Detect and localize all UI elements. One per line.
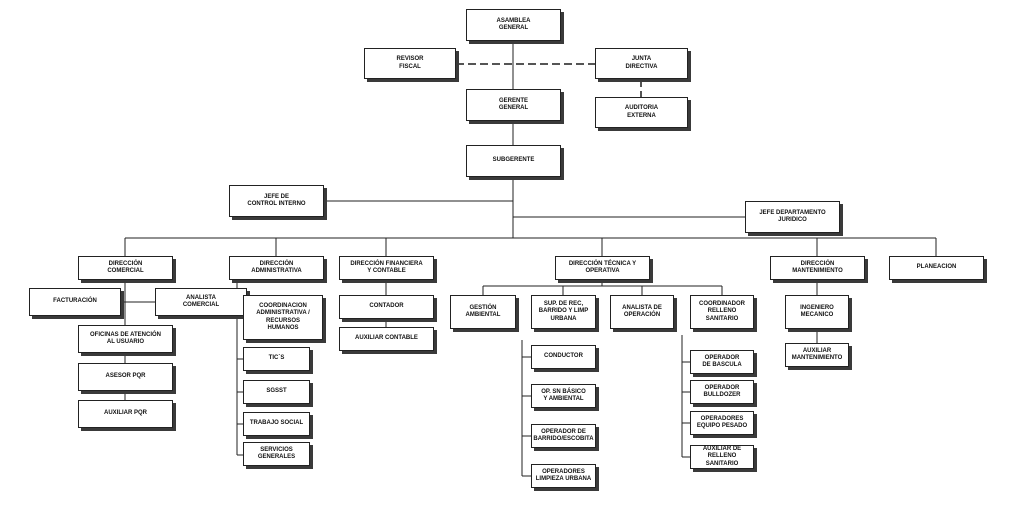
- org-box-contador: CONTADOR: [339, 295, 434, 319]
- org-box-juridico: JEFE DEPARTAMENTO JURIDICO: [745, 201, 840, 233]
- org-box-coord-rell: COORDINADOR RELLENO SANITARIO: [690, 295, 754, 329]
- org-box-auxmant: AUXILIAR MANTENIMIENTO: [785, 343, 849, 367]
- org-box-auxcont: AUXILIAR CONTABLE: [339, 327, 434, 351]
- org-box-dmant: DIRECCIÓN MANTENIMIENTO: [770, 256, 865, 280]
- org-box-gerente: GERENTE GENERAL: [466, 89, 561, 121]
- org-box-analista-com: ANALISTA COMERCIAL: [155, 288, 247, 316]
- org-box-tics: TIC´S: [243, 347, 310, 371]
- org-box-opbascula: OPERADOR DE BASCULA: [690, 350, 754, 374]
- org-box-conductor: CONDUCTOR: [531, 345, 596, 369]
- org-box-revisor: REVISOR FISCAL: [364, 48, 456, 79]
- org-box-dadmin: DIRECCIÓN ADMINISTRATIVA: [229, 256, 324, 280]
- org-box-oplimpieza: OPERADORES LIMPIEZA URBANA: [531, 464, 596, 488]
- org-box-auxpqr: AUXILIAR PQR: [78, 400, 173, 428]
- org-box-opsn: OP. SN BÁSICO Y AMBIENTAL: [531, 384, 596, 408]
- org-box-auditoria: AUDITORIA EXTERNA: [595, 97, 688, 128]
- org-box-junta: JUNTA DIRECTIVA: [595, 48, 688, 79]
- org-box-coord-adm: COORDINACION ADMINISTRATIVA / RECURSOS H…: [243, 295, 323, 340]
- org-box-dfinanciera: DIRECCIÓN FINANCIERA Y CONTABLE: [339, 256, 434, 280]
- org-box-sup: SUP. DE REC, BARRIDO Y LIMP URBANA: [531, 295, 596, 329]
- org-box-planeacion: PLANEACION: [889, 256, 984, 280]
- org-box-opbarrido: OPERADOR DE BARRIDO/ESCOBITA: [531, 424, 596, 448]
- org-box-asesor: ASESOR PQR: [78, 363, 173, 391]
- org-box-auxrelleno: AUXILIAR DE RELLENO SANITARIO: [690, 445, 754, 469]
- org-box-ingeniero: INGENIERO MECANICO: [785, 295, 849, 329]
- org-box-dcomercial: DIRECCIÓN COMERCIAL: [78, 256, 173, 280]
- org-box-dtecnica: DIRECCIÓN TÉCNICA Y OPERATIVA: [555, 256, 650, 280]
- org-box-opbulldozer: OPERADOR BULLDOZER: [690, 380, 754, 404]
- org-box-servicios: SERVICIOS GENERALES: [243, 442, 310, 466]
- org-box-facturacion: FACTURACIÓN: [29, 288, 121, 316]
- org-box-oficinas: OFICINAS DE ATENCIÓN AL USUARIO: [78, 325, 173, 353]
- org-box-sgsst: SGSST: [243, 380, 310, 404]
- org-box-gestion: GESTIÓN AMBIENTAL: [450, 295, 516, 329]
- org-box-trabajo: TRABAJO SOCIAL: [243, 412, 310, 436]
- org-box-asamblea: ASAMBLEA GENERAL: [466, 9, 561, 41]
- org-box-opequipo: OPERADORES EQUIPO PESADO: [690, 411, 754, 435]
- org-box-subgerente: SUBGERENTE: [466, 145, 561, 177]
- org-box-control: JEFE DE CONTROL INTERNO: [229, 185, 324, 217]
- org-box-analista-op: ANALISTA DE OPERACIÓN: [610, 295, 674, 329]
